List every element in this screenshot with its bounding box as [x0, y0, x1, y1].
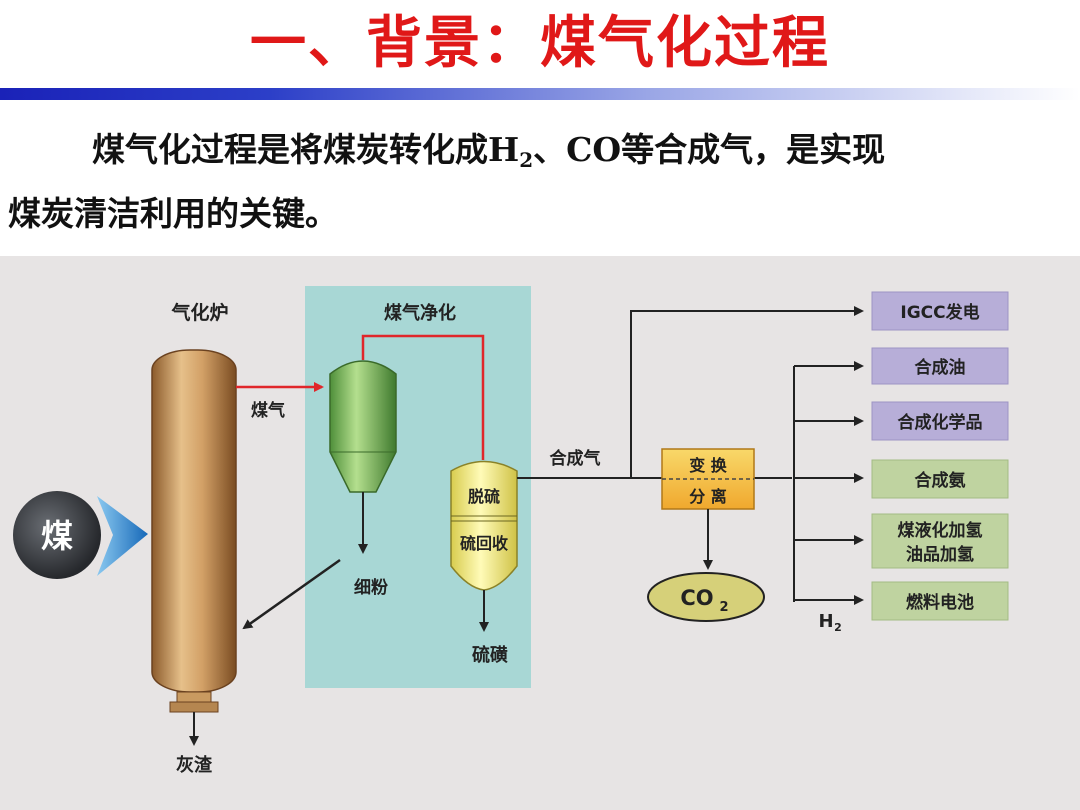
separation-label: 分 离 [689, 487, 727, 506]
cyclone-separator [329, 360, 397, 493]
product-synthetic-oil: 合成油 [915, 357, 966, 378]
purification-label: 煤气净化 [384, 302, 456, 324]
product-coal-liquefaction: 煤液化加氢 [898, 520, 983, 541]
fine-powder-label: 细粉 [354, 577, 388, 598]
gasifier-neck [176, 691, 212, 703]
co2-subscript: 2 [719, 600, 728, 615]
coal-feed-chevron [97, 496, 148, 576]
product-box-synthetic-ammonia [871, 459, 1009, 499]
intro-line-2: 煤炭清洁利用的关键。 [8, 194, 338, 233]
product-igcc: IGCC发电 [900, 302, 979, 323]
intro-subscript: 2 [519, 148, 534, 172]
intro-text-1: 煤气化过程是将煤炭转化成H [92, 130, 520, 169]
crude-gas-label: 煤气 [251, 400, 285, 421]
product-box-igcc [871, 291, 1009, 331]
process-diagram-svg: 煤气净化 气化炉 灰渣 煤 煤气 细粉 脱硫 硫回收 硫磺 合成气 [13, 286, 1009, 776]
product-oil-hydrogenation: 油品加氢 [906, 544, 974, 565]
purified-gas-line [361, 334, 485, 460]
desulfurizer-vessel [450, 460, 518, 591]
gasifier-flange [169, 701, 219, 713]
coal-label: 煤 [41, 517, 73, 555]
gasifier-label: 气化炉 [170, 301, 228, 324]
co2-label: CO [680, 586, 713, 610]
sulfur-recovery-label: 硫回收 [460, 534, 508, 553]
product-box-hydrogenation [871, 513, 1009, 569]
co2-ellipse [647, 572, 765, 622]
desulfur-label: 脱硫 [468, 487, 500, 506]
product-fuel-cell: 燃料电池 [906, 592, 974, 613]
ash-label: 灰渣 [176, 754, 213, 776]
h2-label: H [818, 611, 833, 632]
coal-circle [13, 491, 101, 579]
product-synthetic-ammonia: 合成氨 [915, 470, 966, 491]
product-synthetic-chemicals: 合成化学品 [898, 412, 983, 433]
title-underline [0, 88, 1080, 100]
intro-text-2: 、CO等合成气，是实现 [533, 130, 886, 169]
intro-line-1: 煤气化过程是将煤炭转化成H2、CO等合成气，是实现 [8, 118, 1072, 182]
intro-paragraph: 煤气化过程是将煤炭转化成H2、CO等合成气，是实现 煤炭清洁利用的关键。 [8, 118, 1072, 246]
product-box-synthetic-oil [871, 347, 1009, 385]
page-title: 一、背景：煤气化过程 [250, 10, 830, 76]
sulfur-label: 硫磺 [472, 644, 508, 666]
fine-powder-return-arrow [242, 558, 341, 630]
h2-subscript: 2 [834, 621, 842, 634]
shift-label: 变 换 [689, 456, 728, 475]
gasifier-vessel [151, 349, 237, 693]
product-box-fuel-cell [871, 581, 1009, 621]
igcc-branch-line [630, 306, 864, 478]
product-box-synthetic-chemicals [871, 401, 1009, 441]
syngas-label: 合成气 [550, 448, 601, 469]
process-diagram: 煤气净化 气化炉 灰渣 煤 煤气 细粉 脱硫 硫回收 硫磺 合成气 [0, 256, 1080, 810]
